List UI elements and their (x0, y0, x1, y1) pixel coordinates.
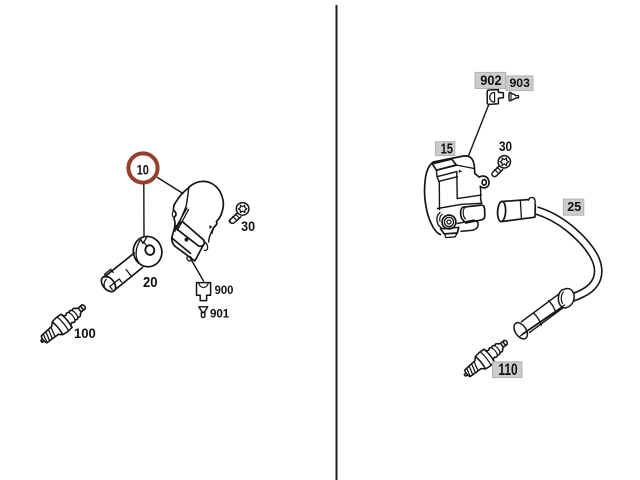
svg-text:30: 30 (241, 219, 255, 234)
svg-text:902: 902 (480, 73, 501, 88)
svg-text:110: 110 (498, 361, 517, 379)
svg-text:25: 25 (567, 199, 581, 214)
svg-text:900: 900 (215, 283, 234, 297)
svg-text:20: 20 (143, 274, 158, 291)
svg-text:901: 901 (210, 307, 230, 321)
svg-text:15: 15 (441, 141, 453, 158)
svg-text:30: 30 (499, 139, 512, 154)
svg-text:903: 903 (510, 76, 530, 90)
svg-text:100: 100 (74, 326, 96, 341)
svg-text:10: 10 (137, 162, 150, 177)
